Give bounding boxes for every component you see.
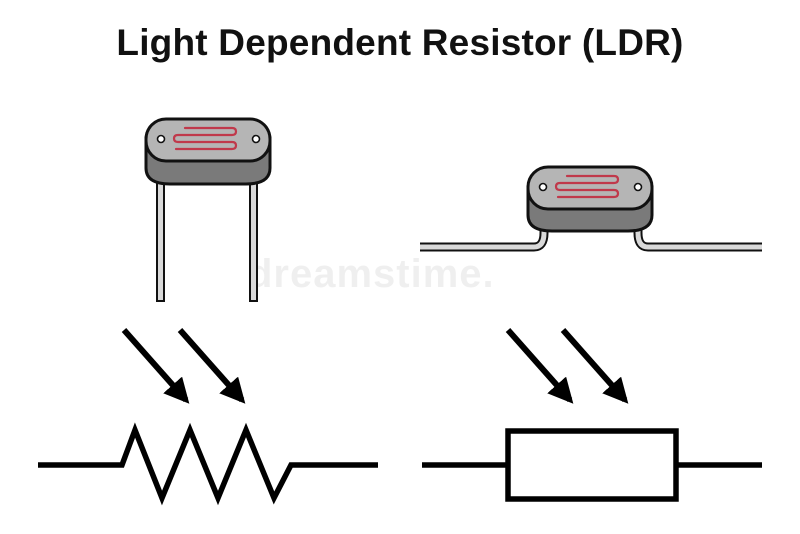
ldr-bent-lead-icon xyxy=(420,165,762,252)
lead-left-bent xyxy=(420,220,549,252)
ldr-through-hole-icon xyxy=(144,117,272,302)
lead-right xyxy=(249,174,258,302)
contact-hole-left xyxy=(156,134,166,144)
ldr-zigzag-resistor-symbol xyxy=(38,328,378,506)
lead-left xyxy=(156,174,165,302)
watermark-text: dreamstime. xyxy=(248,252,495,296)
contact-hole-right xyxy=(251,134,261,144)
ldr-rectangle-resistor-symbol xyxy=(422,328,762,502)
lead-right-bent xyxy=(633,220,762,252)
contact-hole-right xyxy=(633,182,643,192)
contact-hole-left xyxy=(538,182,548,192)
light-arrow-1 xyxy=(505,328,574,404)
photoresistive-track xyxy=(172,126,238,151)
light-arrow-1 xyxy=(121,328,190,404)
ldr-body-top xyxy=(526,165,654,211)
light-arrow-2 xyxy=(560,328,629,404)
light-arrow-2 xyxy=(177,328,246,404)
ldr-body-top xyxy=(144,117,272,163)
photoresistive-track xyxy=(554,174,620,199)
zigzag-resistor xyxy=(38,422,378,506)
page-title: Light Dependent Resistor (LDR) xyxy=(116,22,684,63)
resistor-rectangle xyxy=(505,428,679,502)
